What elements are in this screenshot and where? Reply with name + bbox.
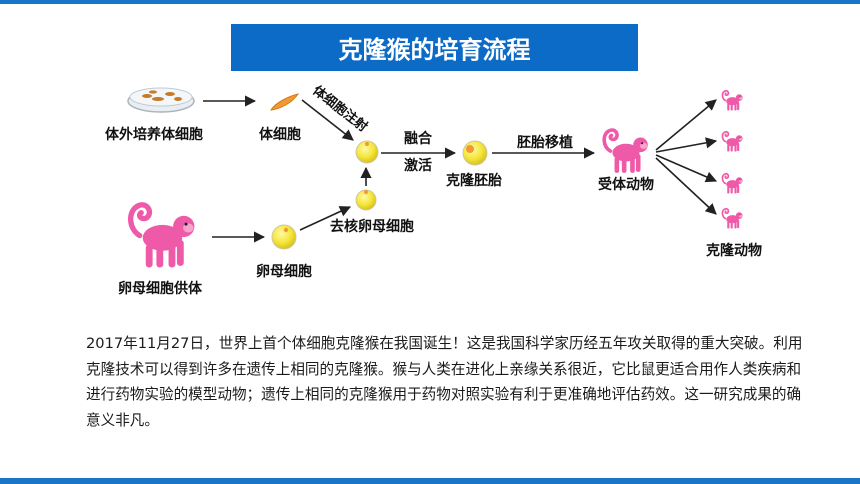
donor-monkey-icon [131, 205, 195, 268]
label-oocyte: 卵母细胞 [256, 264, 312, 280]
arrow-recipient-to-clone-4 [655, 157, 717, 215]
oocyte-icon [271, 224, 297, 250]
cloned-embryo-icon [462, 140, 488, 166]
arrow-recipient-to-clone-2 [655, 137, 718, 153]
cloned-monkey-icon [721, 89, 744, 112]
arrow-oocyte-to-enucleated [299, 206, 352, 231]
cloning-diagram: 体细胞注射 [127, 83, 744, 330]
label-enucleated: 去核卵母细胞 [330, 219, 414, 235]
cloned-monkey-icon [721, 207, 744, 230]
label-somatic: 体细胞 [259, 127, 301, 143]
label-clone-embryo: 克隆胚胎 [446, 173, 502, 189]
label-transfer: 胚胎移植 [517, 135, 573, 151]
label-injection: 体细胞注射 [310, 83, 371, 136]
label-clones: 克隆动物 [706, 243, 762, 259]
enucleated-oocyte-icon [355, 189, 377, 211]
page-title: 克隆猴的培育流程 [231, 24, 638, 71]
arrow-recipient-to-clone-3 [655, 154, 718, 183]
recipient-monkey-icon [604, 130, 648, 173]
arrow-recipient-to-clone-1 [655, 99, 717, 151]
label-activate: 激活 [404, 158, 432, 174]
cloned-monkey-icon [721, 130, 744, 153]
bottom-rule [0, 478, 860, 484]
somatic-cell-icon [270, 93, 300, 111]
fused-egg-icon [355, 140, 379, 164]
label-fuse: 融合 [404, 131, 432, 147]
label-recipient: 受体动物 [598, 177, 654, 193]
cloned-monkey-icon [721, 172, 744, 195]
label-donor: 卵母细胞供体 [118, 281, 202, 297]
arrow-somatic-to-injection [301, 99, 354, 141]
description-paragraph: 2017年11月27日，世界上首个体细胞克隆猴在我国诞生！这是我国科学家历经五年… [86, 335, 803, 429]
top-rule [0, 0, 860, 4]
petri-dish-icon [127, 87, 195, 113]
label-culture: 体外培养体细胞 [105, 127, 203, 143]
